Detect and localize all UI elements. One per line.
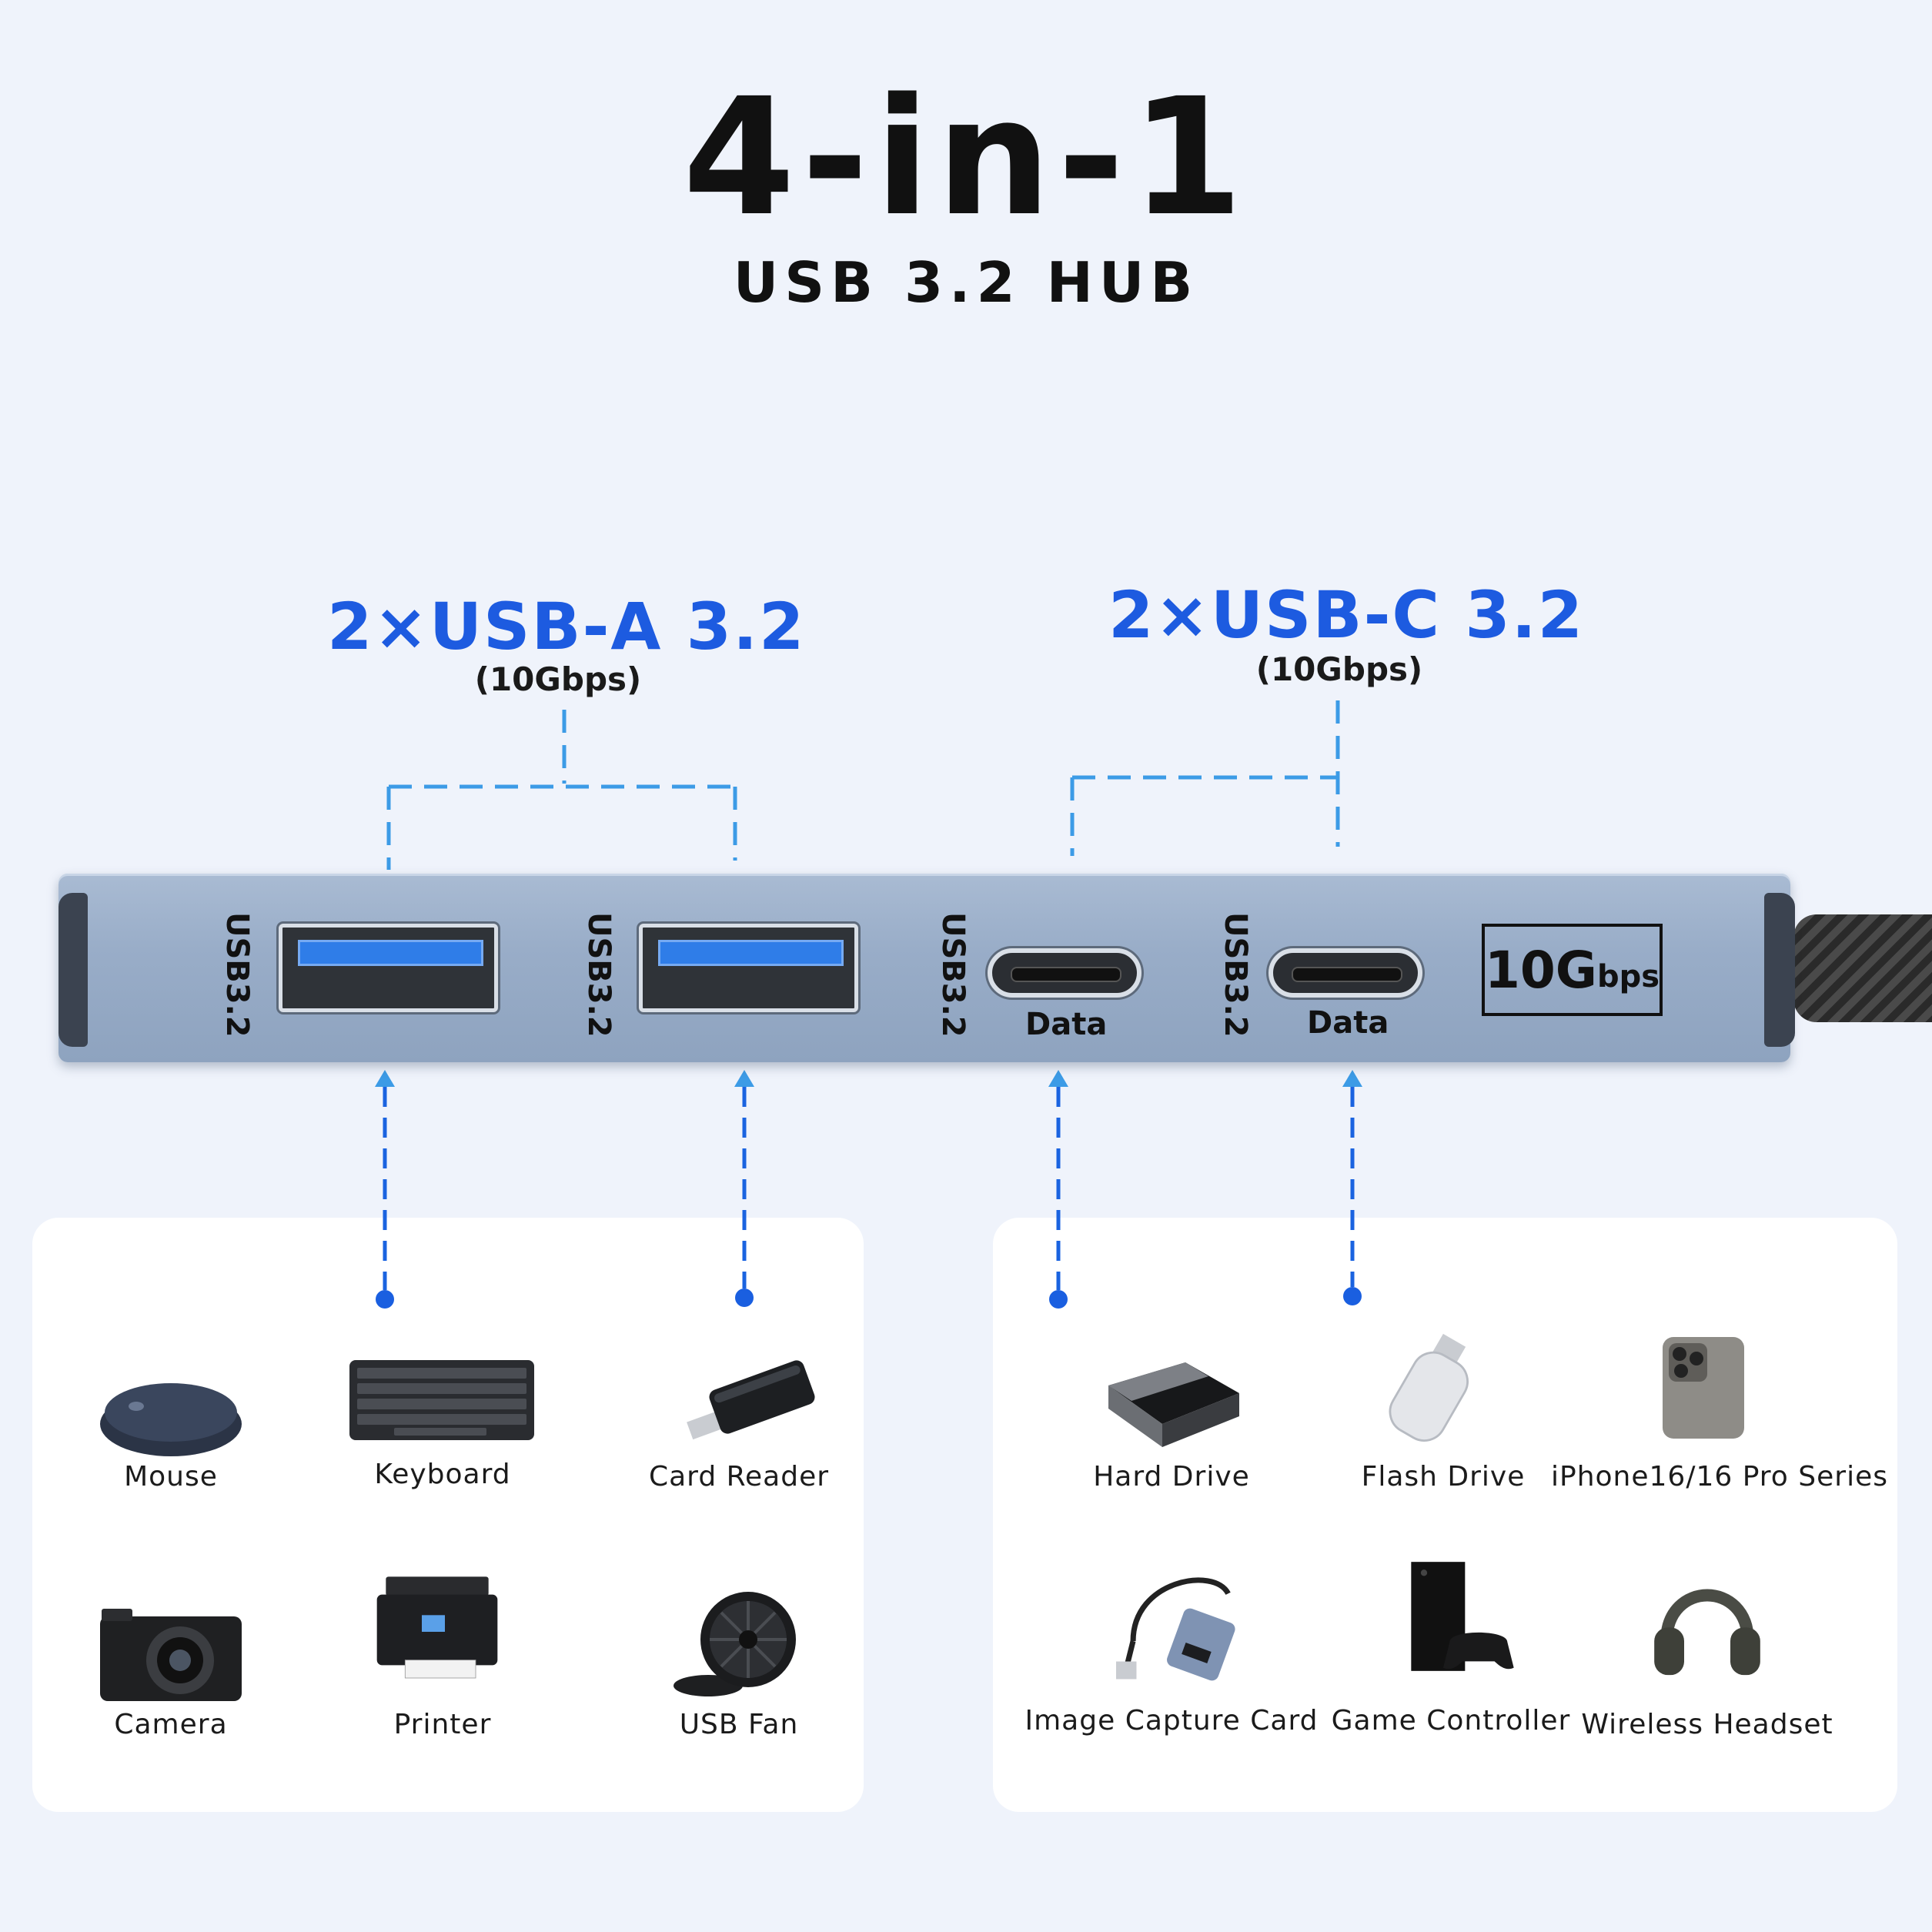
usb-c-port-slot xyxy=(1011,967,1121,982)
device-label-camera: Camera xyxy=(114,1709,228,1740)
usb-a-devices-panel xyxy=(32,1218,864,1812)
usb-cable xyxy=(1793,914,1932,1022)
speed-badge-unit: bps xyxy=(1596,959,1660,994)
usb-c-port-1[interactable] xyxy=(988,948,1141,998)
hub-end-cap-left xyxy=(58,893,88,1047)
usb-c-port-2[interactable] xyxy=(1269,948,1422,998)
headset-icon xyxy=(1654,1589,1760,1676)
hub-end-cap-right xyxy=(1764,893,1795,1047)
usb-c-port-2-data-label: Data xyxy=(1307,1005,1389,1041)
hard-drive-icon xyxy=(1108,1362,1239,1447)
device-label-hard-drive: Hard Drive xyxy=(1093,1461,1250,1492)
usb-fan-icon xyxy=(674,1592,796,1696)
device-label-mouse: Mouse xyxy=(124,1461,218,1492)
device-label-wireless-headset: Wireless Headset xyxy=(1581,1709,1833,1740)
device-label-game-controller: Game Controller xyxy=(1331,1705,1571,1736)
device-label-printer: Printer xyxy=(393,1709,492,1740)
usb-c-group-title: 2×USB-C 3.2 xyxy=(1108,577,1585,653)
usb-a-group-speed: (10Gbps) xyxy=(474,660,642,698)
capture-card-icon xyxy=(1116,1577,1235,1681)
phone-icon xyxy=(1663,1337,1744,1439)
device-label-capture-card: Image Capture Card xyxy=(1024,1705,1319,1736)
camera-icon xyxy=(100,1609,242,1701)
speed-badge-value: 10G xyxy=(1484,940,1597,1000)
usb-a-port-tongue xyxy=(298,940,483,966)
device-label-usb-fan: USB Fan xyxy=(679,1709,799,1740)
port-label-usb-c-1: USB3.2 xyxy=(935,912,971,1038)
usb-c-port-slot xyxy=(1292,967,1402,982)
usb-a-port-tongue xyxy=(658,940,844,966)
flash-drive-icon xyxy=(1389,1333,1469,1442)
page-title: 4-in-1 xyxy=(682,63,1250,252)
device-label-iphone: iPhone16/16 Pro Series xyxy=(1551,1461,1888,1492)
port-label-usb-a-1: USB3.2 xyxy=(219,912,255,1038)
device-label-flash-drive: Flash Drive xyxy=(1361,1461,1526,1492)
console-icon xyxy=(1411,1562,1514,1671)
usb-a-port-2[interactable] xyxy=(639,924,858,1012)
printer-icon xyxy=(376,1576,498,1679)
usb-c-group-speed: (10Gbps) xyxy=(1255,650,1423,688)
page-subtitle: USB 3.2 HUB xyxy=(733,250,1199,315)
usb-c-devices-panel xyxy=(993,1218,1897,1812)
device-label-keyboard: Keyboard xyxy=(374,1459,511,1490)
usb-a-group-title: 2×USB-A 3.2 xyxy=(327,589,806,664)
keyboard-icon xyxy=(349,1360,534,1440)
usb-c-port-1-data-label: Data xyxy=(1025,1007,1108,1042)
mouse-icon xyxy=(100,1383,242,1456)
port-label-usb-a-2: USB3.2 xyxy=(581,912,617,1038)
usb-a-port-1[interactable] xyxy=(279,924,498,1012)
device-label-card-reader: Card Reader xyxy=(648,1461,830,1492)
card-reader-icon xyxy=(687,1360,815,1440)
port-label-usb-c-2: USB3.2 xyxy=(1218,912,1253,1038)
